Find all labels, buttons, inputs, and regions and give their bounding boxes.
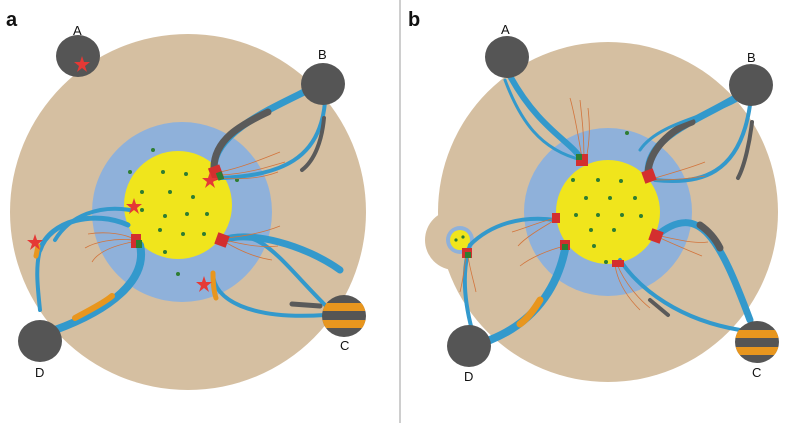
panel-b-root-hairs: [459, 97, 709, 311]
panel-b-node-b-label: B: [747, 50, 756, 65]
panel-a-node-a-label: A: [73, 23, 82, 38]
panel-b-bud-core: [450, 230, 470, 250]
panel-a-node-d-label: D: [35, 365, 44, 380]
panel-b-dots: [454, 131, 643, 264]
panel-a-label: a: [6, 9, 18, 31]
panel-a-dots: [128, 148, 239, 276]
panel-b-label: b: [408, 9, 420, 31]
panel-b-channel-a: [507, 73, 585, 163]
panel-a-node-a: A: [56, 23, 100, 77]
panel-b-anchors: [462, 154, 664, 267]
panel-a-node-d: D: [18, 320, 62, 380]
panel-a-node-c: C: [322, 295, 366, 353]
panel-a-anchors: [131, 164, 230, 248]
panel-b-node-a: A: [485, 22, 529, 78]
panel-a-node-c-label: C: [340, 338, 349, 353]
panel-b-core: [556, 160, 660, 264]
panel-a-stars: [27, 172, 218, 292]
star-icon: [196, 276, 212, 292]
panel-a: a: [6, 9, 366, 390]
panel-a-channels: [33, 81, 344, 334]
panel-b-node-b: B: [729, 50, 773, 106]
panel-b-node-c-label: C: [752, 365, 761, 380]
star-icon: [126, 198, 142, 214]
star-icon: [202, 172, 218, 188]
panel-a-root-hairs: [84, 151, 286, 263]
panel-b-channels: [462, 73, 754, 344]
panel-a-node-b: B: [301, 47, 345, 105]
panel-b-node-a-label: A: [501, 22, 510, 37]
panel-b-channel-d: [486, 240, 570, 344]
star-icon: [74, 56, 90, 72]
panel-a-node-b-label: B: [318, 47, 327, 62]
panel-b-node-d-label: D: [464, 369, 473, 384]
panel-a-channel-d: [51, 241, 146, 334]
star-icon: [27, 234, 43, 250]
panel-b-node-d: D: [447, 325, 491, 384]
panel-b: b: [408, 9, 779, 384]
panel-b-node-c: C: [735, 321, 779, 380]
